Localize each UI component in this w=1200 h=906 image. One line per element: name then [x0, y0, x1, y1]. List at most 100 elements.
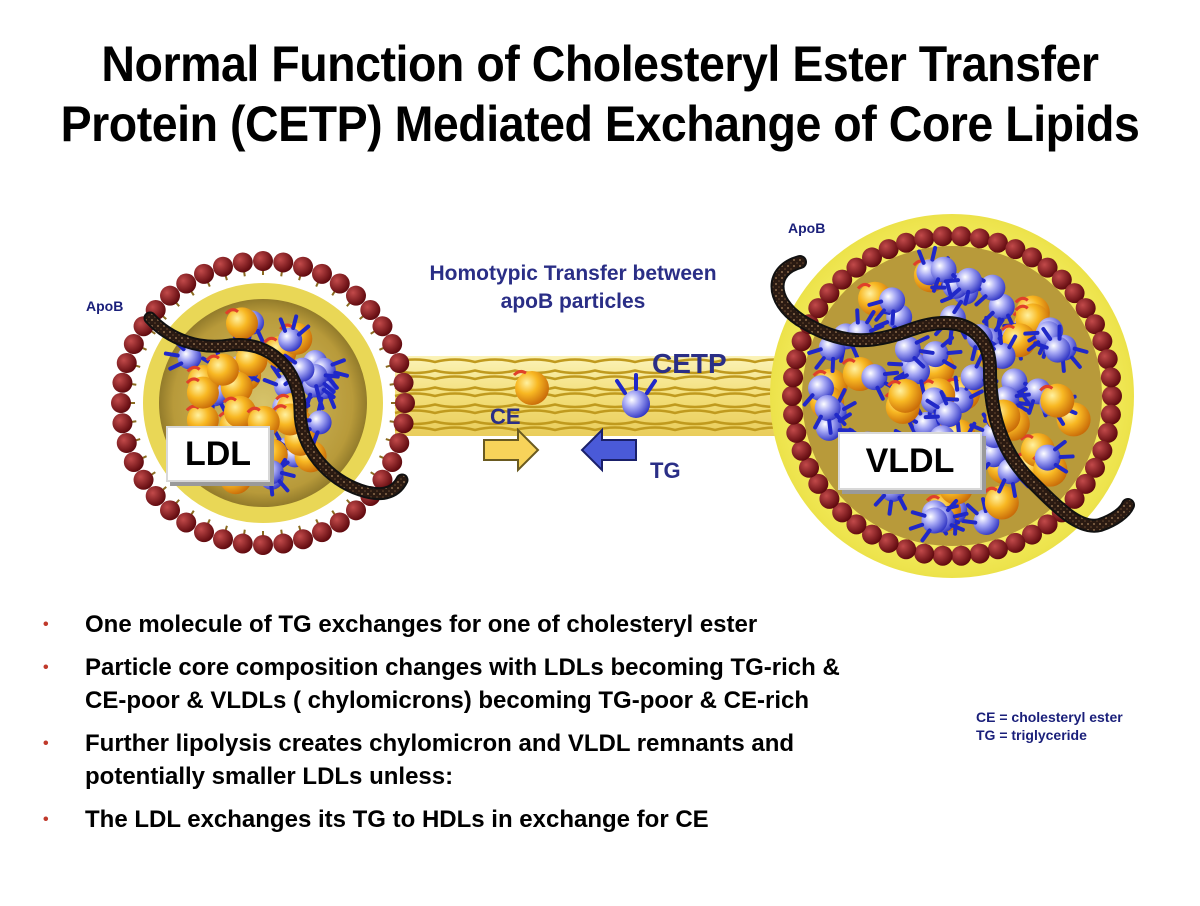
phospholipid-head — [914, 543, 935, 564]
phospholipid-head — [1084, 314, 1105, 335]
bullet-text: Further lipolysis creates chylomicron an… — [85, 730, 795, 790]
tg-molecule — [1044, 336, 1071, 363]
tg-chains — [855, 308, 885, 333]
tg-chain — [314, 373, 340, 401]
tg-molecule — [922, 341, 949, 368]
phospholipid-head — [116, 352, 137, 373]
tube-strand — [394, 420, 836, 426]
phospholipid-head — [360, 300, 381, 321]
tg-chain — [908, 510, 932, 543]
phospholipid-head — [878, 239, 899, 260]
phospholipid-head — [253, 251, 273, 271]
phospholipid-head — [1092, 440, 1113, 461]
cetp-tube — [394, 356, 836, 436]
ce-molecule — [888, 378, 923, 413]
phospholipid-head — [969, 228, 990, 249]
ce-tail — [983, 486, 998, 494]
phospholipid-head — [862, 524, 882, 545]
phospholipid-head — [372, 469, 393, 490]
phospholipid-head — [389, 433, 410, 454]
tg-chains — [945, 498, 969, 532]
phospholipid-head — [345, 285, 366, 306]
phospholipid-head — [878, 532, 899, 553]
slide-title: Normal Function of Cholesteryl Ester Tra… — [42, 34, 1158, 154]
phospholipid-head — [112, 413, 133, 434]
phospholipid-head — [969, 543, 990, 564]
phospholipid-head — [1005, 239, 1026, 260]
phospholipid-head — [293, 256, 314, 277]
ldl-label-box: LDL — [166, 426, 270, 482]
legend-line-ce: CE = cholesteryl ester — [976, 709, 1123, 725]
ce-tail — [263, 336, 278, 344]
tg-chain — [945, 498, 969, 532]
phospholipid-head — [1037, 257, 1058, 278]
phospholipid-head — [311, 522, 332, 543]
bullet-item: •Particle core composition changes with … — [40, 651, 870, 717]
homotypic-line-1: Homotypic Transfer between — [429, 262, 717, 285]
ce-tail — [224, 308, 239, 315]
phospholipid-head — [783, 367, 804, 388]
phospholipid-head — [1005, 532, 1026, 553]
tg-chains — [314, 373, 340, 401]
tg-chains — [867, 299, 896, 326]
vldl-particle — [770, 214, 1135, 578]
phospholipid-head — [846, 257, 867, 278]
tg-chain — [807, 347, 836, 374]
tg-chain — [943, 278, 971, 306]
tg-molecule — [808, 375, 835, 402]
phospholipid-head — [1097, 422, 1118, 443]
tg-chains — [873, 493, 908, 516]
phospholipid-head — [194, 263, 215, 284]
phospholipid-head — [145, 485, 166, 506]
phospholipid-head — [273, 252, 294, 273]
ce-molecule — [1040, 383, 1075, 418]
tg-molecule — [177, 345, 202, 370]
title-line-2: Protein (CETP) Mediated Exchange of Core… — [60, 96, 1140, 152]
phospholipid-head — [329, 512, 350, 533]
tg-chains — [278, 314, 311, 337]
phospholipid-head — [123, 334, 144, 355]
phospholipid-head — [372, 316, 393, 337]
phospholipid-head — [786, 422, 807, 443]
tg-chain — [1033, 324, 1062, 350]
phospholipid-head — [382, 451, 403, 472]
ce-molecule — [206, 353, 239, 386]
ce-tail — [205, 354, 220, 362]
phospholipid-head — [1100, 404, 1121, 425]
tg-chain — [326, 358, 349, 390]
tube-strand — [394, 392, 836, 398]
phospholipid-head — [1022, 247, 1042, 268]
ce-tail — [1014, 304, 1029, 312]
tg-chain — [867, 299, 896, 326]
ce-molecule — [225, 307, 258, 340]
apob-label-right: ApoB — [788, 220, 826, 236]
tg-molecule — [861, 364, 888, 391]
phospholipid-head — [111, 393, 131, 413]
vldl-apob-strand — [772, 257, 1133, 531]
tg-chain — [923, 390, 949, 420]
tg-molecule — [879, 287, 906, 314]
bullet-item: •One molecule of TG exchanges for one of… — [40, 608, 870, 641]
ce-right-arrow — [483, 427, 540, 473]
phospholipid-head — [212, 256, 233, 277]
bullet-text: Particle core composition changes with L… — [85, 654, 840, 714]
phospholipid-head — [1084, 457, 1105, 478]
phospholipid-head — [329, 273, 350, 294]
phospholipid-head — [808, 473, 829, 494]
ce-molecule — [186, 376, 219, 409]
legend-line-tg: TG = triglyceride — [976, 727, 1087, 743]
ce-tail — [887, 380, 902, 387]
phospholipid-head — [1051, 269, 1072, 290]
phospholipid-head — [160, 285, 181, 306]
phospholipid-head — [1064, 283, 1085, 304]
ldl-label: LDL — [184, 435, 252, 473]
tg-molecule-in-transit — [615, 373, 657, 418]
phospholipid-head — [123, 451, 144, 472]
tube-strand — [394, 358, 836, 364]
phospholipid-head — [176, 512, 197, 533]
phospholipid-head — [194, 522, 215, 543]
ce-tail — [275, 393, 290, 401]
cetp-label: CETP — [652, 348, 727, 379]
tg-molecule — [894, 336, 921, 363]
phospholipid-head — [1097, 349, 1118, 370]
